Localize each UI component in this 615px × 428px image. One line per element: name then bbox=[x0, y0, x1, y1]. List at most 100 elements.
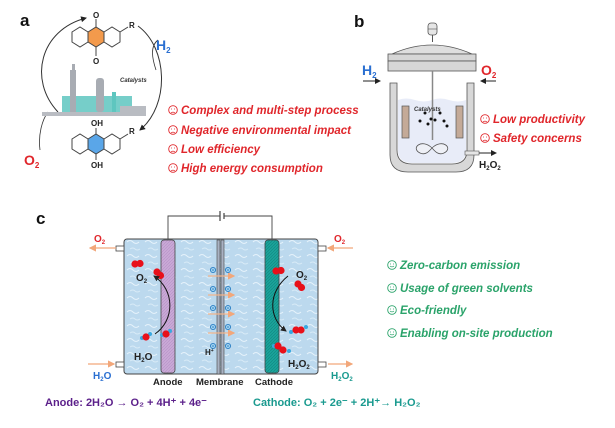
proton-icon bbox=[224, 285, 232, 293]
smiley-face-icon bbox=[387, 305, 397, 315]
catalyst-particles bbox=[418, 111, 449, 128]
anode-reaction-arrow bbox=[153, 275, 171, 335]
cathode-h2o2-out-label: H2O2 bbox=[331, 371, 353, 383]
hydroxyl-bottom: OH bbox=[91, 161, 103, 170]
proton-transport bbox=[208, 266, 236, 350]
drawback-item: High energy consumption bbox=[168, 163, 323, 175]
anode-electrode bbox=[160, 239, 176, 374]
panel-c-label: c bbox=[36, 209, 45, 228]
svg-text:High energy consumption: High energy consumption bbox=[181, 163, 323, 175]
outlet-h2o2: H2O2 bbox=[479, 160, 501, 172]
panel-a-drawbacks: Complex and multi-step process Negative … bbox=[168, 105, 359, 175]
panel-b-drawbacks: Low productivity Safety concerns bbox=[480, 114, 586, 145]
benefit-text: Eco-friendly bbox=[400, 305, 467, 317]
drawback-item: Safety concerns bbox=[480, 133, 582, 145]
membrane bbox=[216, 239, 221, 375]
proton-icon bbox=[224, 304, 232, 312]
catalysts-label-b: Catalysts bbox=[414, 107, 441, 113]
molecules bbox=[131, 259, 308, 354]
o2-feed-arrow bbox=[39, 111, 49, 151]
cathode-reaction-arrow bbox=[272, 275, 289, 332]
quinone-oxygen-bottom: O bbox=[93, 57, 99, 66]
benefit-item: Zero-carbon emission bbox=[387, 260, 520, 272]
catalysts-label-a: Catalysts bbox=[120, 78, 147, 84]
h2-feed-arrow bbox=[152, 39, 159, 71]
drawback-item: Low productivity bbox=[480, 114, 586, 126]
reagent-h2: H2 bbox=[156, 37, 171, 55]
anthraquinone-molecule: O O R bbox=[71, 11, 135, 66]
sad-face-icon bbox=[480, 133, 490, 143]
proton-icon bbox=[209, 323, 217, 331]
svg-text:Complex and multi-step process: Complex and multi-step process bbox=[181, 105, 359, 117]
o2-molecule bbox=[294, 280, 306, 292]
batch-reactor bbox=[387, 22, 480, 173]
proton-icon bbox=[209, 285, 217, 293]
sad-face-icon bbox=[168, 163, 178, 173]
sad-face-icon bbox=[168, 105, 178, 115]
panel-b-label: b bbox=[354, 12, 364, 31]
industrial-plant-icon bbox=[42, 64, 146, 116]
svg-text:Safety concerns: Safety concerns bbox=[493, 133, 582, 145]
svg-text:Low efficiency: Low efficiency bbox=[181, 144, 261, 156]
proton-icon bbox=[224, 342, 232, 350]
anode-reactant-h2o: H2O bbox=[134, 352, 153, 364]
o2-molecule bbox=[272, 266, 285, 275]
power-supply-circuit bbox=[167, 211, 273, 240]
cell-ports bbox=[115, 245, 327, 368]
cathode-product-h2o2: H2O2 bbox=[288, 359, 310, 371]
proton-icon bbox=[224, 266, 232, 274]
o2-molecule bbox=[131, 259, 144, 268]
panel-b: b bbox=[354, 12, 586, 173]
sad-face-icon bbox=[480, 114, 490, 124]
sad-face-icon bbox=[168, 144, 178, 154]
h2o-molecule bbox=[140, 332, 152, 341]
benefit-item: Eco-friendly bbox=[387, 305, 467, 317]
panel-a: a O O R Catalysts bbox=[20, 11, 359, 175]
drawback-item: Complex and multi-step process bbox=[168, 105, 359, 117]
anode-h2o-in-label: H2O bbox=[93, 371, 112, 383]
anode-o2-out-label: O2 bbox=[94, 234, 106, 246]
h2o-molecule bbox=[160, 329, 172, 338]
substituent-r-bottom: R bbox=[129, 127, 135, 136]
smiley-face-icon bbox=[387, 328, 397, 338]
benefit-item: Usage of green solvents bbox=[387, 283, 533, 295]
inlet-o2: O2 bbox=[481, 62, 497, 80]
drawback-item: Negative environmental impact bbox=[168, 125, 352, 137]
proton-label: H+ bbox=[205, 348, 214, 357]
drawback-item: Low efficiency bbox=[168, 144, 261, 156]
anode-product-o2: O2 bbox=[136, 273, 148, 285]
hydroxyl-top: OH bbox=[91, 119, 103, 128]
svg-text:Negative environmental impact: Negative environmental impact bbox=[181, 125, 352, 137]
panel-c: c bbox=[36, 209, 553, 409]
h2o2-molecule bbox=[289, 325, 308, 334]
cathode-equation: Cathode: O₂ + 2e⁻ + 2H⁺→ H₂O₂ bbox=[253, 397, 421, 409]
benefit-text: Usage of green solvents bbox=[400, 283, 533, 295]
quinone-oxygen-top: O bbox=[93, 11, 99, 20]
membrane-label: Membrane bbox=[196, 377, 244, 388]
cycle-arrow-left bbox=[41, 16, 87, 113]
cathode-reactant-o2: O2 bbox=[296, 270, 308, 282]
substituent-r-top: R bbox=[129, 21, 135, 30]
cathode-label: Cathode bbox=[255, 377, 293, 388]
proton-icon bbox=[209, 304, 217, 312]
benefit-text: Enabling on-site production bbox=[400, 328, 553, 340]
anode-equation: Anode: 2H₂O → O₂ + 4H⁺ + 4e⁻ bbox=[45, 397, 207, 409]
benefit-text: Zero-carbon emission bbox=[399, 260, 520, 272]
cathode-o2-in-label: O2 bbox=[334, 234, 346, 246]
proton-icon bbox=[224, 323, 232, 331]
cathode-electrode bbox=[264, 239, 280, 374]
cycle-arrow-right bbox=[137, 25, 162, 131]
benefit-item: Enabling on-site production bbox=[387, 328, 553, 340]
reagent-o2: O2 bbox=[24, 152, 40, 170]
anthrahydroquinone-molecule: OH R OH bbox=[71, 119, 135, 170]
proton-icons bbox=[209, 266, 232, 350]
svg-text:Low productivity: Low productivity bbox=[493, 114, 586, 126]
sad-face-icon bbox=[168, 125, 178, 135]
inlet-h2: H2 bbox=[362, 62, 377, 80]
smiley-face-icon bbox=[387, 283, 397, 293]
panel-a-label: a bbox=[20, 11, 30, 30]
proton-icon bbox=[209, 266, 217, 274]
proton-icon bbox=[209, 342, 217, 350]
